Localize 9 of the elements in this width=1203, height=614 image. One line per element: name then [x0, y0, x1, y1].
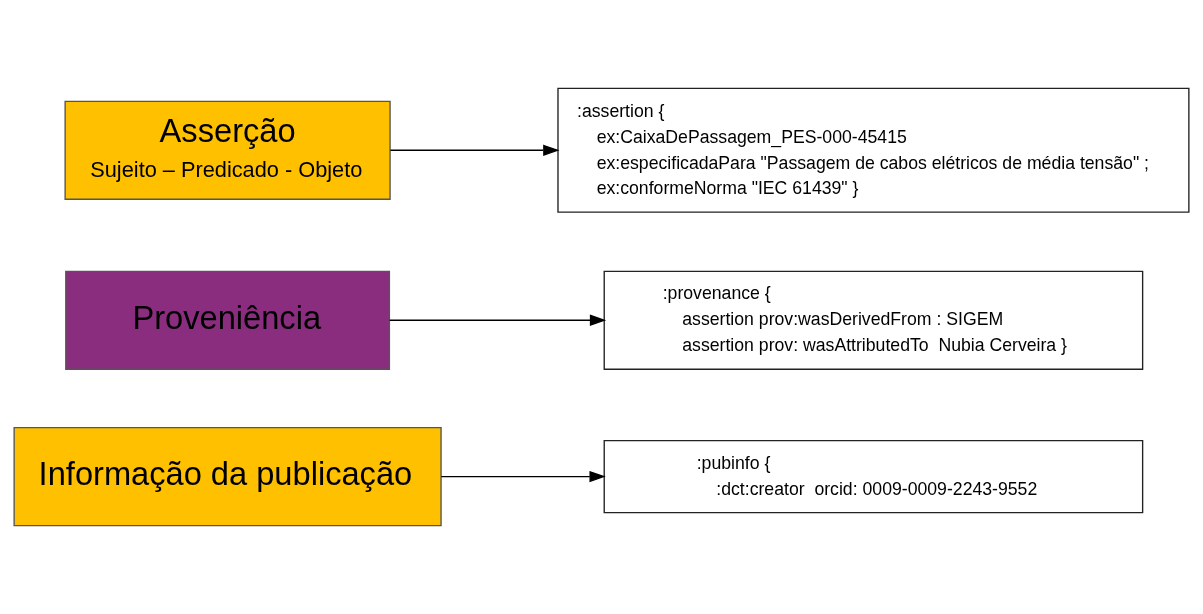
node-box: :pubinfo { :dct:creator orcid: 0009-0009-2243-9552 — [603, 439, 1144, 514]
node-box: Informação da publicação — [13, 427, 442, 527]
arrow — [388, 314, 607, 326]
node-box: Asserção Sujeito – Predicado - Objeto — [64, 100, 391, 200]
arrow — [440, 470, 606, 483]
node-box: Proveniência — [65, 270, 391, 370]
arrow — [389, 144, 560, 156]
node-box: :assertion { ex:CaixaDePassagem_PES-000-45415 ex:especificadaPara "Passagem de cabos elétricos de média tensão" ; ex:conformeNorma "IEC 61439" } — [557, 87, 1190, 213]
node-box: :provenance { assertion prov:wasDerivedFrom : SIGEM assertion prov: wasAttributedTo Nubia Cerveira } — [603, 270, 1144, 370]
